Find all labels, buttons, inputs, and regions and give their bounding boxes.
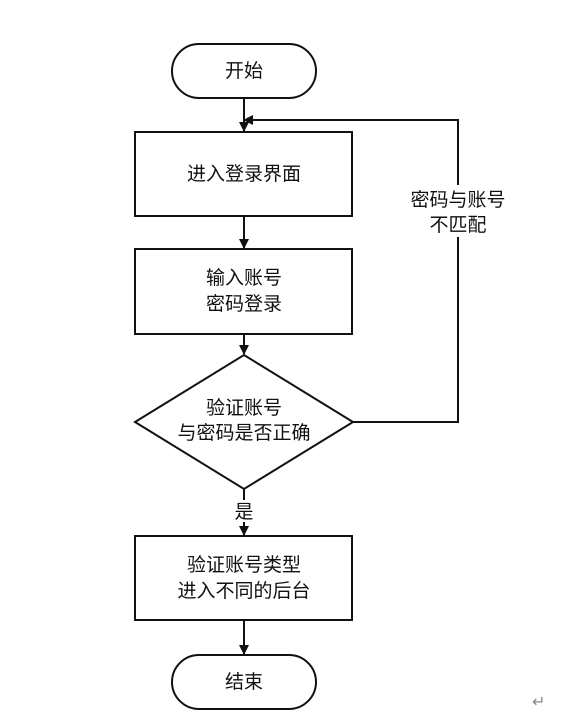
end-label: 结束 bbox=[225, 671, 263, 693]
verify-decision-label-line1: 验证账号 bbox=[206, 397, 282, 419]
input-credentials-label-line1: 输入账号 bbox=[206, 267, 282, 289]
yes-label-bg bbox=[232, 500, 256, 522]
verify-decision-label-line2: 与密码是否正确 bbox=[177, 422, 310, 444]
input-credentials-label-line2: 密码登录 bbox=[206, 293, 282, 315]
backend-label-line1: 验证账号类型 bbox=[187, 554, 301, 576]
end-node: 结束 bbox=[171, 654, 317, 710]
start-node: 开始 bbox=[171, 43, 317, 99]
start-label: 开始 bbox=[225, 60, 263, 82]
backend-label-line2: 进入不同的后台 bbox=[177, 580, 310, 602]
login-page-node: 进入登录界面 bbox=[134, 131, 353, 217]
mismatch-label-line2: 不匹配 bbox=[429, 214, 486, 236]
login-page-label: 进入登录界面 bbox=[187, 163, 301, 185]
mismatch-label-line1: 密码与账号 bbox=[410, 189, 505, 211]
mismatch-label-bg bbox=[404, 185, 514, 237]
yes-label: 是 bbox=[234, 501, 253, 523]
edge-mismatch-loop bbox=[243, 115, 459, 423]
backend-node: 验证账号类型 进入不同的后台 bbox=[134, 535, 353, 621]
paragraph-mark-icon: ↵ bbox=[532, 692, 546, 711]
verify-decision-node: 验证账号 与密码是否正确 bbox=[133, 353, 355, 491]
input-credentials-node: 输入账号 密码登录 bbox=[134, 248, 353, 335]
